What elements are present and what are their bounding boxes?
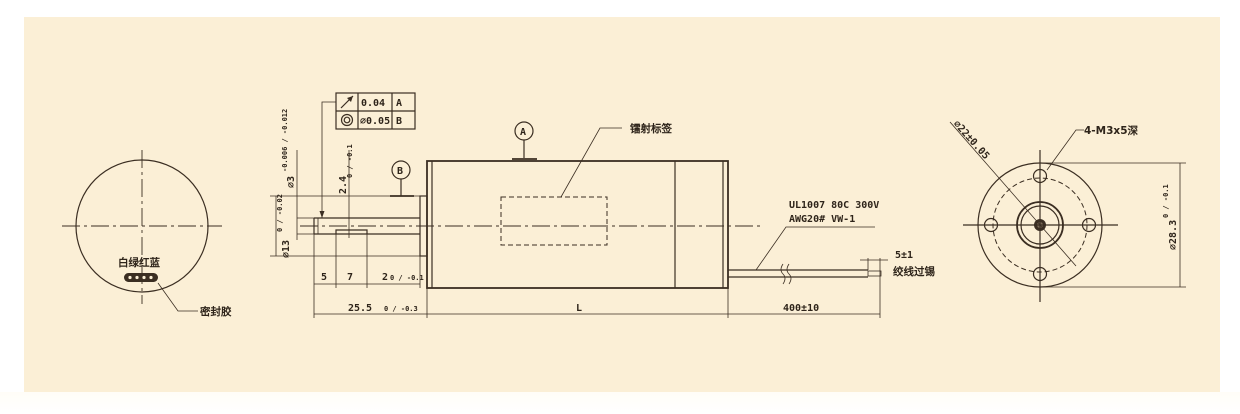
pcd-dim-line xyxy=(949,121,1077,267)
concentricity-icon xyxy=(340,113,354,127)
seal-label: 密封胶 xyxy=(200,305,232,318)
drawing-panel xyxy=(24,17,1220,392)
motor-body xyxy=(426,160,729,289)
front-boss xyxy=(419,195,428,257)
wire-dot xyxy=(149,275,153,280)
shaft-flat xyxy=(335,229,368,234)
seal-pill xyxy=(124,273,158,282)
laser-label-area xyxy=(500,196,608,246)
wire-dot xyxy=(135,275,139,280)
holes-note: 4-M3x5深 xyxy=(1084,124,1138,137)
boss-diameter-tol: 0 / -0.02 xyxy=(276,194,284,232)
wire-dot xyxy=(142,275,146,280)
boss-diameter-dim: ⌀13 xyxy=(281,240,292,258)
laser-label-note: 镭射标签 xyxy=(629,122,672,135)
concentricity-inner-icon xyxy=(343,116,351,124)
seal-leader xyxy=(157,282,198,312)
left-end-view: 白绿红蓝 密封胶 xyxy=(62,150,232,318)
dim-7: 7 xyxy=(347,272,353,283)
pcd-dim: ⌀22±0.05 xyxy=(951,119,991,162)
shaft-diameter-dim: ⌀3 xyxy=(286,176,297,188)
boss-length-tol: 0 / -0.1 xyxy=(390,274,424,282)
shaft-length-dim: 25.5 xyxy=(348,303,372,314)
cable-spec-leader xyxy=(755,226,875,271)
break-mark xyxy=(786,263,792,285)
strip-length-dim: 5±1 xyxy=(895,250,913,261)
shaft-length-tol: 0 / -0.3 xyxy=(384,305,418,313)
label-leader xyxy=(560,127,622,198)
frame-leader xyxy=(321,101,336,218)
flat-depth-tol: 0 / -0.1 xyxy=(346,144,354,178)
bottom-margin xyxy=(0,392,1240,414)
cable-spec-line1: UL1007 80C 300V xyxy=(789,200,879,211)
shaft-diameter-tol: -0.006 / -0.012 xyxy=(281,109,289,172)
runout-value: 0.04 xyxy=(361,98,385,109)
datum-b-label: B xyxy=(397,166,403,177)
runout-datum: A xyxy=(396,98,402,109)
flat-depth-dim: 2.4 xyxy=(338,176,349,194)
runout-arrow-icon xyxy=(347,96,353,102)
concentricity-datum: B xyxy=(396,116,402,127)
dim-5: 5 xyxy=(321,272,327,283)
outer-diameter-dim: ⌀28.3 xyxy=(1168,220,1179,250)
tolerance-frame: 0.04 A ⌀0.05 B xyxy=(319,92,416,218)
break-mark xyxy=(780,263,786,285)
concentricity-value: ⌀0.05 xyxy=(360,116,390,127)
side-view: 镭射标签 A B 0.04 A ⌀0.05 B xyxy=(270,92,935,318)
stripped-wire xyxy=(867,270,882,277)
cable-length-dim: 400±10 xyxy=(783,303,819,314)
cable-spec-line2: AWG20# VW-1 xyxy=(789,214,855,225)
body-length-dim: L xyxy=(576,303,582,314)
wire-dot xyxy=(128,275,132,280)
frame-leader-arrow xyxy=(319,211,325,218)
holes-leader xyxy=(1046,129,1084,171)
wire-colors-label: 白绿红蓝 xyxy=(118,256,160,269)
datum-a-label: A xyxy=(520,127,526,138)
front-end-view: ⌀22±0.05 4-M3x5深 ⌀28.3 0 / -0.1 xyxy=(949,119,1186,302)
outer-diameter-tol: 0 / -0.1 xyxy=(1162,184,1170,218)
strip-note: 绞线过锡 xyxy=(893,265,935,278)
boss-length-dim: 2 xyxy=(382,272,388,283)
